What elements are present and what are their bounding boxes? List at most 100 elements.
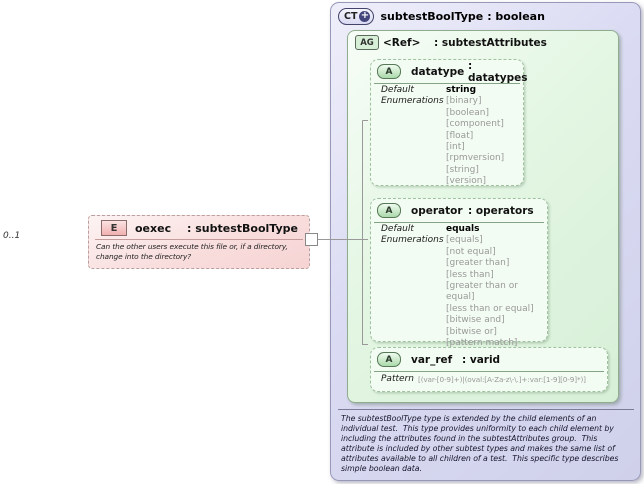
enum-value: [less than] [446, 269, 494, 280]
element-badge: E [101, 220, 127, 236]
attribute-group-type: : subtestAttributes [434, 36, 547, 49]
enum-value: [int] [446, 142, 465, 153]
property-label [381, 247, 446, 258]
property-label [381, 119, 446, 130]
complex-type-badge: CT + [338, 8, 375, 25]
expand-plus-icon[interactable]: + [359, 10, 371, 22]
attribute-name: datatype [411, 65, 465, 78]
attribute-badge: A [377, 203, 401, 218]
complex-type-box: CT + subtestBoolType : boolean AG <Ref> … [330, 2, 641, 481]
property-label [381, 176, 446, 187]
property-row: [not equal] [371, 247, 547, 258]
attribute-type: : operators [468, 204, 534, 217]
property-row: [greater than or equal] [371, 281, 547, 304]
default-value: equals [446, 224, 480, 234]
property-label [381, 108, 446, 119]
enum-value: [rpmversion] [446, 153, 505, 164]
attribute-badge: A [377, 352, 401, 367]
enum-value: [string] [446, 164, 479, 175]
complex-type-base: : boolean [487, 10, 545, 23]
complex-type-name: subtestBoolType [380, 10, 484, 23]
property-label [381, 304, 446, 315]
property-label [381, 153, 446, 164]
property-label [381, 131, 446, 142]
enum-value: [not equal] [446, 246, 496, 257]
enum-value: [bitwise or] [446, 326, 497, 337]
property-row: [float] [371, 131, 523, 142]
enum-value: [greater than or equal] [446, 281, 518, 303]
attribute-header: A operator : operators [371, 199, 547, 220]
expander-square[interactable] [305, 233, 318, 246]
divider [374, 222, 544, 223]
attribute-name: operator [411, 204, 463, 217]
multiplicity-label: 0..1 [3, 231, 21, 241]
enum-value: [greater than] [446, 258, 510, 269]
property-label [381, 142, 446, 153]
property-label [381, 327, 446, 338]
attribute-operator-box: A operator : operators Default equals Enu… [370, 198, 548, 348]
property-row: Enumerations[binary] [371, 96, 523, 107]
property-label [381, 258, 446, 269]
property-row: [pattern match] [371, 338, 547, 349]
property-row: [bitwise and] [371, 315, 547, 326]
attribute-var-ref-box: A var_ref : varid Pattern [(var-[0-9]+)|(… [370, 347, 608, 392]
property-row: [less than or equal] [371, 304, 547, 315]
property-row: [version] [371, 176, 523, 187]
property-label [381, 315, 446, 326]
property-row: [bitwise or] [371, 327, 547, 338]
attribute-badge: A [377, 64, 401, 79]
enum-value: [pattern match] [446, 338, 518, 349]
property-label: Enumerations [381, 96, 444, 107]
enum-value: [float] [446, 130, 474, 141]
element-header: E oexec : subtestBoolType [89, 216, 309, 238]
property-row: [boolean] [371, 108, 523, 119]
property-row: [component] [371, 119, 523, 130]
attribute-name: var_ref [411, 353, 453, 366]
enum-value: [version] [446, 176, 486, 187]
element-name: oexec [135, 221, 172, 235]
divider [374, 371, 604, 372]
property-label: Default [381, 85, 414, 95]
attribute-datatype-box: A datatype : datatypes Default string Enu… [370, 59, 527, 187]
element-annotation: Can the other users execute this file or… [96, 242, 288, 261]
property-row: [greater than] [371, 258, 547, 269]
property-label: Default [381, 224, 414, 234]
ct-badge-label: CT [344, 11, 358, 22]
property-row: Enumerations[equals] [371, 235, 547, 246]
attribute-group-box: AG <Ref> : subtestAttributes A datatype … [347, 30, 619, 403]
attribute-group-ref: <Ref> [383, 36, 421, 49]
divider [374, 83, 520, 84]
enum-value: [bitwise and] [446, 315, 505, 326]
enum-value: [boolean] [446, 107, 490, 118]
enum-value: [binary] [446, 96, 482, 107]
property-label: Enumerations [381, 235, 444, 246]
property-row: Pattern [(var-[0-9]+)|(oval:[A-Za-z\-\.]+… [371, 373, 607, 386]
enum-value: [less than or equal] [446, 303, 534, 314]
property-row: [int] [371, 142, 523, 153]
type-description: The subtestBoolType type is extended by … [338, 409, 634, 474]
element-divider [95, 239, 303, 240]
property-row: [string] [371, 165, 523, 176]
property-row: Default string [371, 85, 523, 96]
attribute-type: : datatypes [468, 59, 528, 84]
attribute-header: A datatype : datatypes [371, 60, 527, 84]
property-row: Default equals [371, 224, 547, 235]
property-label [381, 165, 446, 176]
enum-value: [component] [446, 119, 504, 130]
property-label [381, 270, 446, 281]
default-value: string [446, 85, 477, 95]
pattern-value: [(var-[0-9]+)|(oval:[A-Za-z\-\.]+:var:[1… [418, 375, 586, 384]
property-label [381, 281, 446, 304]
attribute-group-header: AG <Ref> : subtestAttributes [355, 35, 547, 50]
property-row: [less than] [371, 270, 547, 281]
complex-type-title: subtestBoolType : boolean [380, 10, 544, 23]
complex-type-header: CT + subtestBoolType : boolean [338, 8, 545, 25]
element-type: : subtestBoolType [187, 221, 298, 235]
attribute-group-badge: AG [355, 35, 379, 50]
element-oexec-box: E oexec : subtestBoolType Can the other … [88, 215, 310, 269]
property-row: [rpmversion] [371, 153, 523, 164]
property-label: Pattern [381, 374, 414, 384]
attribute-header: A var_ref : varid [371, 348, 607, 369]
enum-value: [equals] [446, 235, 483, 246]
